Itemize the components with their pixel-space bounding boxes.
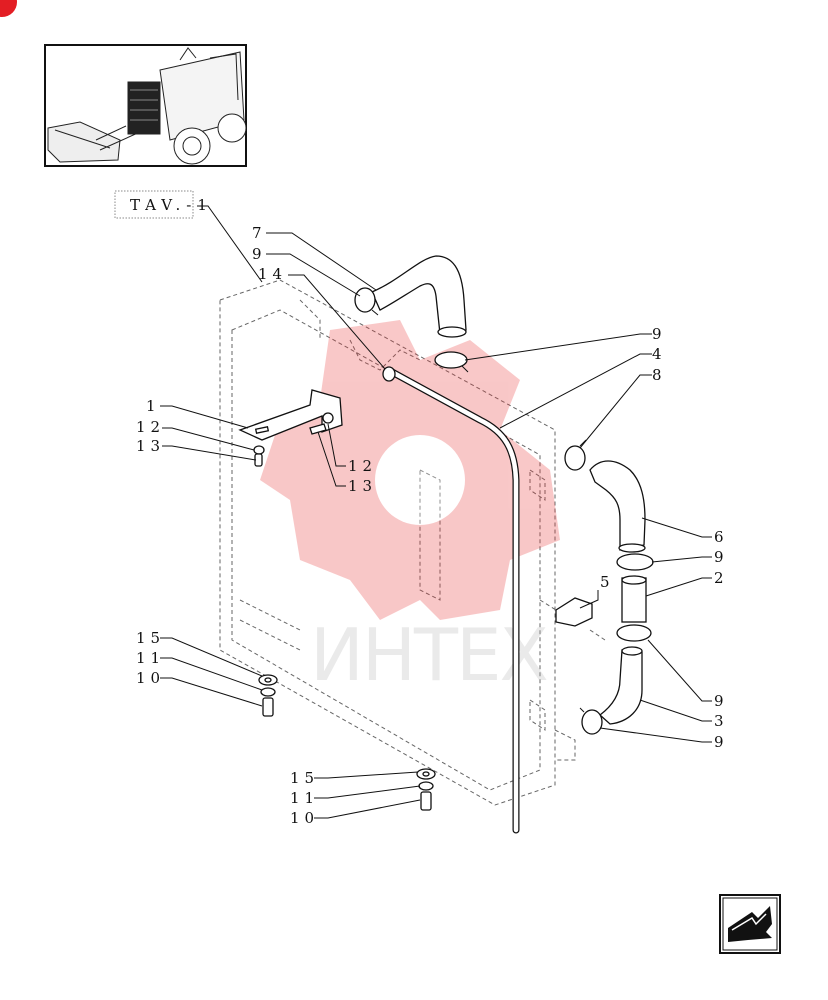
- clamp-9a[interactable]: [354, 287, 379, 316]
- label-10: 10: [136, 669, 165, 687]
- label-6: 6: [714, 528, 729, 546]
- bolt-10a[interactable]: [262, 697, 274, 717]
- label-9: 9: [714, 733, 729, 751]
- label-1: 1: [146, 397, 161, 415]
- watermark-text: ИНТЕХ: [310, 613, 547, 697]
- radiator-outline: [219, 279, 576, 806]
- washer-11b[interactable]: [418, 781, 434, 791]
- clamp-14[interactable]: [382, 366, 396, 382]
- page-reference[interactable]: TAV.-1: [114, 190, 213, 219]
- support-5[interactable]: [539, 597, 606, 641]
- label-11: 11: [136, 649, 165, 667]
- label-13: 13: [136, 437, 165, 455]
- washer-11a[interactable]: [260, 687, 276, 697]
- machine-thumbnail-icon[interactable]: [44, 44, 247, 167]
- washer-12b[interactable]: [322, 412, 334, 424]
- bolt-13a[interactable]: [254, 453, 263, 467]
- washer-12a[interactable]: [253, 445, 265, 455]
- label-15: 15: [136, 629, 165, 647]
- clamp-9d[interactable]: [616, 624, 652, 642]
- label-5: 5: [600, 573, 615, 591]
- hose-6[interactable]: [589, 460, 646, 553]
- next-page-arrow-icon[interactable]: [719, 894, 781, 954]
- bolt-13b[interactable]: [309, 423, 327, 435]
- label-15: 15: [290, 769, 319, 787]
- washer-15a[interactable]: [258, 674, 278, 686]
- label-2: 2: [714, 569, 729, 587]
- label-4: 4: [652, 345, 667, 363]
- washer-15b[interactable]: [416, 768, 436, 780]
- clamp-9c[interactable]: [616, 553, 654, 571]
- label-7: 7: [252, 224, 267, 242]
- bracket-1[interactable]: [238, 389, 343, 441]
- label-12: 12: [136, 418, 165, 436]
- label-13: 13: [348, 477, 377, 495]
- page-reference-text: TAV.-1: [130, 196, 213, 214]
- pipe-4[interactable]: [388, 368, 520, 834]
- label-9: 9: [252, 245, 267, 263]
- label-9: 9: [714, 692, 729, 710]
- label-12: 12: [348, 457, 377, 475]
- label-8: 8: [652, 366, 667, 384]
- leader-lines: [160, 205, 712, 819]
- label-3: 3: [714, 712, 729, 730]
- clamp-8[interactable]: [564, 439, 587, 471]
- hose-3[interactable]: [598, 646, 643, 725]
- label-10: 10: [290, 809, 319, 827]
- label-9: 9: [714, 548, 729, 566]
- watermark-logo: ИНТЕХ: [260, 320, 560, 697]
- clamp-9e[interactable]: [579, 707, 603, 735]
- part-labels: 7 9 14 9 4 8 1 12 13 12 13 6 9 5 2 15 11…: [136, 224, 729, 827]
- hose-2[interactable]: [621, 575, 647, 623]
- brand-badge-icon: [0, 0, 17, 17]
- label-9: 9: [652, 325, 667, 343]
- hose-7[interactable]: [371, 255, 467, 338]
- label-11: 11: [290, 789, 319, 807]
- label-14: 14: [258, 265, 287, 283]
- bolt-10b[interactable]: [420, 791, 432, 811]
